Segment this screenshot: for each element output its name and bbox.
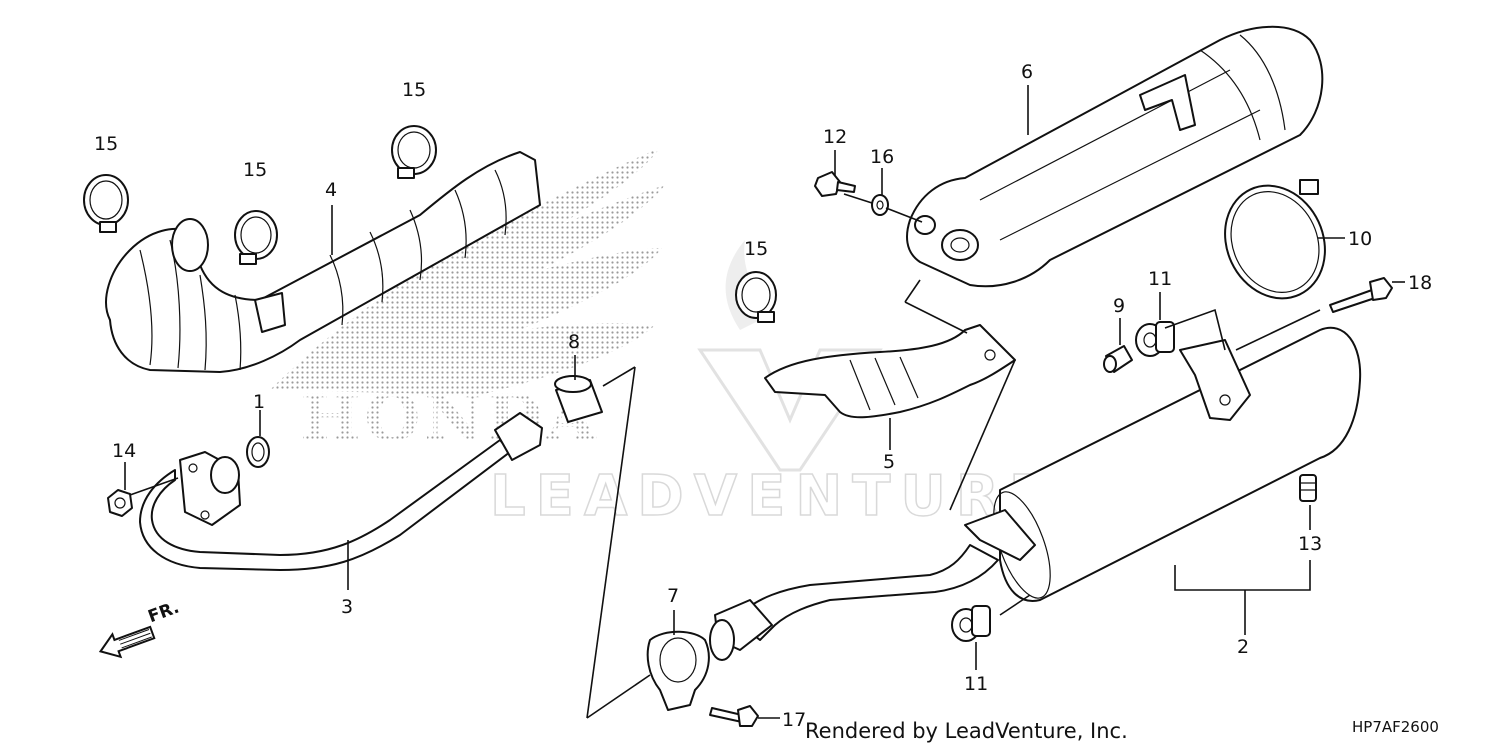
part-3-exhaust-pipe (139, 412, 543, 571)
callout-8: 8 (568, 331, 580, 353)
callout-11-lower: 11 (964, 673, 988, 695)
part-7-clamp (646, 630, 710, 711)
honda-wing-watermark: HONDA (270, 148, 665, 456)
callout-13: 13 (1298, 533, 1322, 555)
assembly-group-lines (129, 193, 1321, 719)
part-16-washer (871, 194, 889, 216)
callout-11-upper: 11 (1148, 268, 1172, 290)
callout-17: 17 (782, 709, 806, 731)
part-4-front-pipe-cover (105, 151, 541, 373)
callout-12: 12 (823, 126, 847, 148)
part-17-bolt (709, 705, 759, 727)
callout-15-d: 15 (744, 238, 768, 260)
part-5-heat-shield (764, 324, 1016, 419)
callout-15-a: 15 (94, 133, 118, 155)
watermark-brand: HONDA (300, 381, 600, 456)
callout-3: 3 (341, 596, 353, 618)
callout-2: 2 (1237, 636, 1249, 658)
callout-leaders (124, 85, 1405, 719)
callout-14: 14 (112, 440, 136, 462)
callout-15-c: 15 (402, 79, 426, 101)
part-15-clamp-a (83, 174, 129, 233)
callout-5: 5 (883, 451, 895, 473)
part-15-clamp-b (234, 210, 278, 265)
callout-labels: 1 2 3 4 5 6 7 8 9 10 11 11 12 13 14 15 1… (94, 61, 1432, 731)
callout-16: 16 (870, 146, 894, 168)
callout-18: 18 (1408, 272, 1432, 294)
part-18-bolt (1329, 277, 1393, 313)
part-10-muffler-band (1224, 179, 1326, 300)
callout-4: 4 (325, 179, 337, 201)
part-14-nut (107, 489, 133, 517)
part-11-grommet-lower (951, 605, 991, 642)
part-2-muffler (709, 327, 1362, 661)
part-6-muffler-protector (906, 25, 1324, 288)
diagram-code: HP7AF2600 (1352, 718, 1439, 736)
part-8-collar (554, 375, 603, 423)
front-direction-arrow: FR. (98, 598, 182, 659)
part-9-collar (1103, 345, 1133, 373)
part-12-bolt (814, 171, 856, 197)
part-13-bolt (1299, 474, 1317, 502)
rendered-by-credit: Rendered by LeadVenture, Inc. (805, 719, 1128, 743)
callout-1: 1 (253, 391, 265, 413)
callout-6: 6 (1021, 61, 1033, 83)
callout-15-b: 15 (243, 159, 267, 181)
part-1-gasket (246, 436, 270, 468)
callout-10: 10 (1348, 228, 1372, 250)
callout-7: 7 (667, 585, 679, 607)
watermark-text: LEADVENTURE (490, 464, 1057, 529)
callout-9: 9 (1113, 295, 1125, 317)
part-15-clamp-d (735, 271, 777, 323)
front-label: FR. (146, 598, 182, 628)
part-15-clamp-c (391, 125, 437, 179)
part-11-grommet-upper (1135, 321, 1175, 357)
